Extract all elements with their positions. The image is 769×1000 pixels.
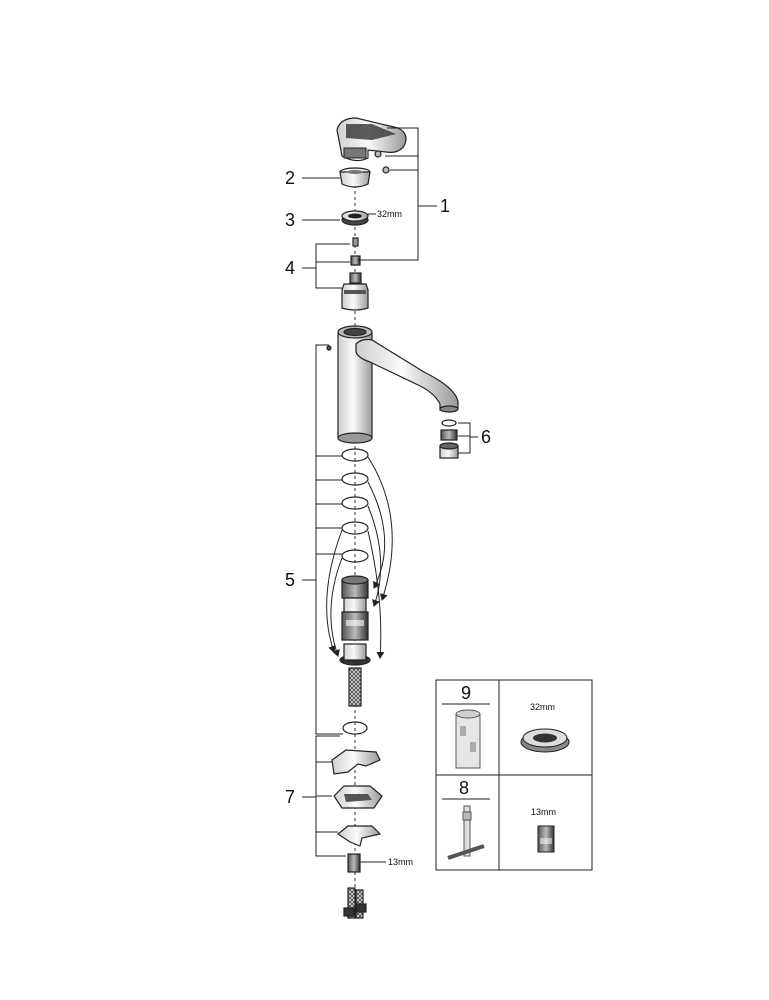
callout-3: 3 — [285, 210, 295, 230]
socket-key-icon — [447, 805, 485, 860]
o-ring-1 — [341, 448, 369, 462]
ring-nut-icon — [520, 728, 570, 753]
dimension-label-32mm: 32mm — [377, 209, 402, 219]
callout-7: 7 — [285, 787, 295, 807]
ring-nut — [341, 210, 369, 226]
hex-nut-icon — [537, 825, 555, 853]
o-ring-2 — [341, 472, 369, 486]
leader-6 — [458, 422, 478, 454]
cartridge-tool-icon — [455, 709, 481, 769]
supply-hoses — [343, 887, 367, 919]
leader-5 — [302, 344, 343, 735]
rubber-seal-plate — [331, 749, 381, 775]
callout-6: 6 — [481, 427, 491, 447]
arrow-o-ring-2 — [367, 481, 386, 589]
braided-hose — [348, 667, 362, 707]
arrow-o-ring-left — [326, 529, 343, 653]
callout-4: 4 — [285, 258, 295, 278]
arrow-o-ring-3 — [367, 505, 382, 607]
tools-table: 9 32mm 8 13mm — [435, 679, 593, 871]
callout-1: 1 — [440, 196, 450, 216]
arrow-o-ring-1 — [367, 456, 393, 601]
set-screw-small — [374, 150, 390, 174]
callout-5: 5 — [285, 570, 295, 590]
horseshoe-washer — [336, 825, 382, 847]
cover-cap — [339, 167, 371, 188]
cartridge — [341, 272, 369, 311]
leader-7 — [302, 735, 346, 857]
leader-1 — [358, 127, 437, 261]
aerator-washer — [441, 419, 457, 427]
o-ring-6 — [342, 721, 368, 735]
lever-handle — [336, 117, 407, 162]
spout — [355, 338, 459, 413]
leader-4 — [302, 243, 350, 289]
aerator-insert — [440, 429, 458, 441]
aerator-housing — [439, 442, 459, 459]
fixing-nut — [347, 853, 361, 873]
o-ring-3 — [341, 496, 369, 510]
grub-screw — [326, 345, 332, 351]
tool-9-number: 9 — [461, 683, 471, 703]
arrow-o-ring-5 — [330, 557, 343, 657]
tool-8-number: 8 — [459, 778, 469, 798]
mounting-plate — [333, 785, 383, 809]
o-ring-5 — [341, 549, 369, 563]
hose-connector — [339, 575, 371, 666]
tool-8-size: 13mm — [531, 807, 556, 817]
callout-2: 2 — [285, 168, 295, 188]
dimension-label-13mm: 13mm — [388, 857, 413, 867]
arrow-o-ring-4 — [367, 530, 385, 659]
tool-9-size: 32mm — [530, 702, 555, 712]
